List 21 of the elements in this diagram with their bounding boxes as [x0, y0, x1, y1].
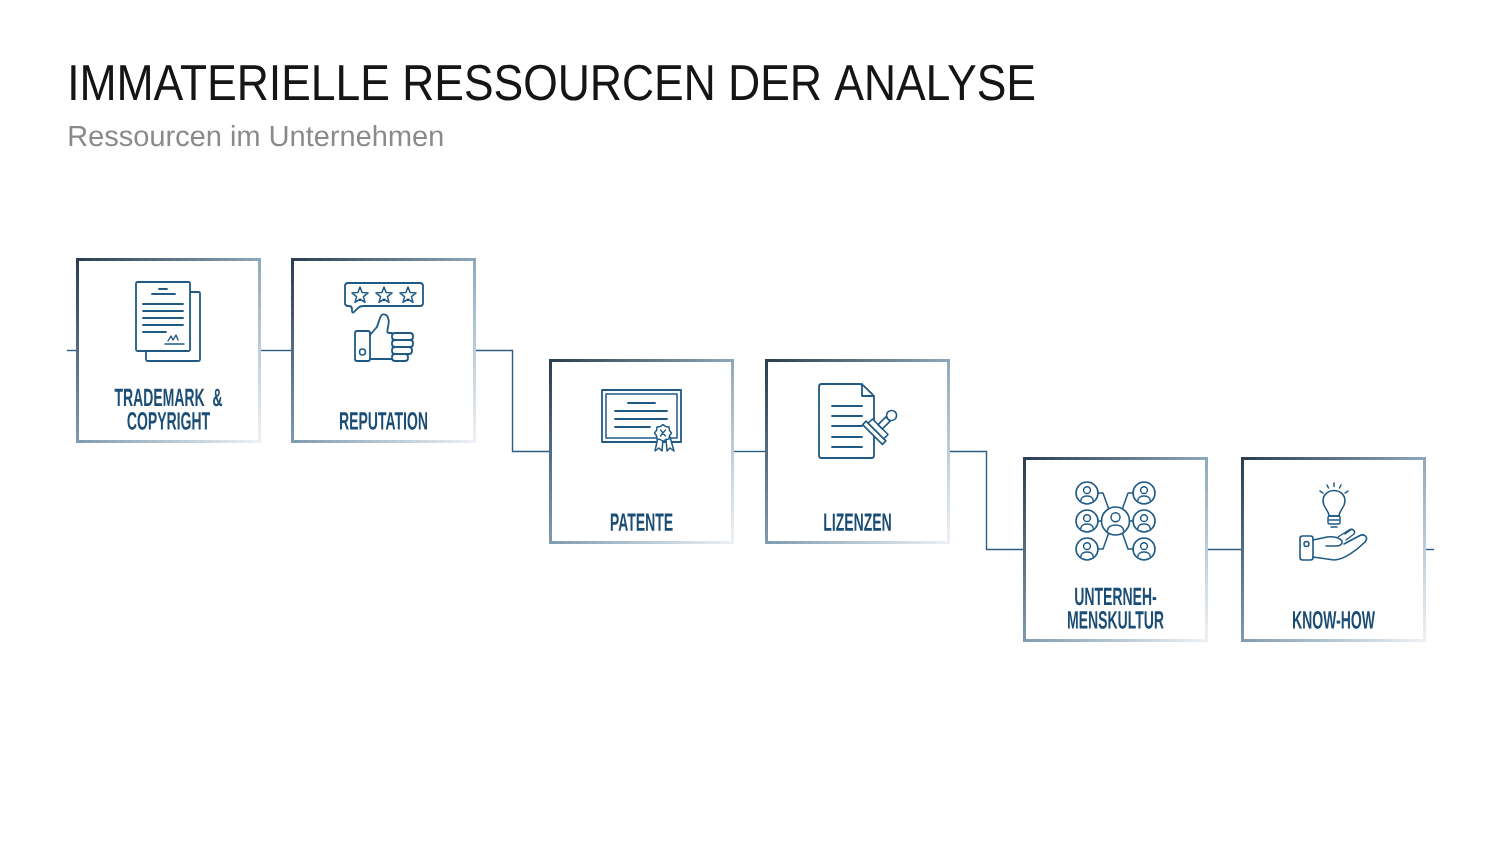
title: IMMATERIELLE RESSOURCEN DER ANALYSE	[71, 64, 1035, 101]
connector-line	[260, 349, 292, 352]
connector-line	[733, 450, 766, 453]
connector-line	[1425, 548, 1435, 551]
node-label: REPUTATION	[339, 412, 428, 430]
node-label: LIZENZEN	[824, 513, 891, 531]
node-label: TRADEMARK & COPYRIGHT	[114, 388, 223, 430]
process-box: LIZENZEN	[765, 359, 950, 544]
process-box: UNTERNEH- MENSKULTUR	[1023, 457, 1208, 642]
connector-line	[1207, 548, 1242, 551]
process-box: PATENTE	[549, 359, 734, 544]
node-label: KNOW-HOW	[1292, 611, 1375, 629]
connector-line	[66, 349, 77, 352]
connector-line	[475, 349, 550, 453]
node-label: UNTERNEH- MENSKULTUR	[1067, 587, 1164, 629]
process-box: KNOW-HOW	[1241, 457, 1426, 642]
subtitle: Ressourcen im Unternehmen	[69, 125, 443, 147]
connector-line	[949, 450, 1024, 551]
process-box: REPUTATION	[291, 258, 476, 443]
process-box: TRADEMARK & COPYRIGHT	[76, 258, 261, 443]
node-label: PATENTE	[610, 513, 673, 531]
